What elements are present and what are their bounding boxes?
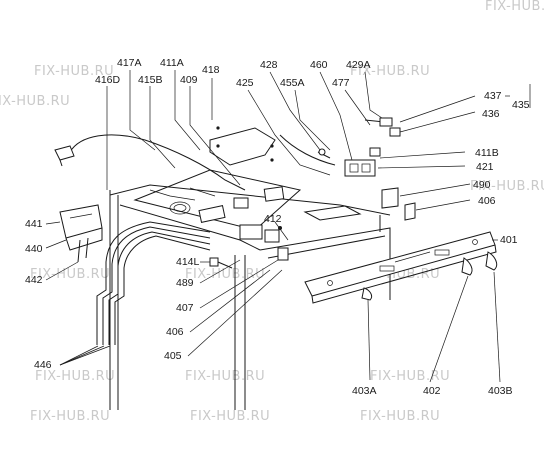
- watermark: FIX-HUB.RU: [190, 409, 270, 424]
- leader-lines: [45, 70, 531, 383]
- label-490: 490: [473, 179, 491, 191]
- label-403B: 403B: [488, 385, 513, 397]
- heater-wires: [96, 221, 211, 345]
- capillary-tube: [54, 134, 246, 191]
- label-403A: 403A: [352, 385, 377, 397]
- label-441: 441: [25, 218, 43, 230]
- label-429A: 429A: [346, 59, 371, 71]
- label-455A: 455A: [280, 77, 305, 89]
- label-435: 435: [512, 99, 530, 111]
- label-411B: 411B: [475, 147, 499, 159]
- watermark: FIX-HUB.RU: [370, 369, 450, 384]
- label-406-top: 406: [478, 195, 496, 207]
- watermark: FIX-HUB.RU: [30, 267, 110, 282]
- label-440: 440: [25, 243, 43, 255]
- control-board: [133, 169, 302, 243]
- label-416D: 416D: [95, 74, 121, 86]
- label-428: 428: [260, 59, 278, 71]
- label-415B: 415B: [138, 74, 163, 86]
- watermark: FIX-HUB.RU: [34, 64, 114, 79]
- label-446: 446: [34, 359, 52, 371]
- left-front-panel: [59, 204, 103, 263]
- switch-assembly: [279, 134, 381, 177]
- label-412: 412: [264, 213, 282, 225]
- label-401: 401: [500, 234, 518, 246]
- label-437: 437: [484, 90, 502, 102]
- knobs: [361, 251, 498, 301]
- watermark: FIX-HUB.RU: [30, 409, 110, 424]
- watermark: FIX-HUB.RU: [185, 369, 265, 384]
- label-411A: 411A: [160, 57, 184, 69]
- watermark: FIX-HUB.RU: [350, 64, 430, 79]
- watermark: FIX-HUB.RU: [185, 267, 265, 282]
- label-402: 402: [423, 385, 441, 397]
- label-442: 442: [25, 274, 43, 286]
- label-489: 489: [176, 277, 194, 289]
- watermark: FIX-HUB.RU: [485, 0, 544, 14]
- label-477: 477: [332, 77, 350, 89]
- control-panel-strip: [304, 231, 497, 304]
- label-405: 405: [164, 350, 182, 362]
- label-409: 409: [180, 74, 198, 86]
- label-421: 421: [476, 161, 494, 173]
- watermark: FIX-HUB.RU: [35, 369, 115, 384]
- label-425: 425: [236, 77, 254, 89]
- watermark: FIX-HUB.RU: [0, 94, 70, 109]
- part-labels: 417A 411A 416D 415B 409 418 428 455A 460…: [25, 57, 530, 397]
- label-417A: 417A: [117, 57, 142, 69]
- lamp-holder: [364, 117, 401, 137]
- watermark: FIX-HUB.RU: [470, 179, 544, 194]
- label-407: 407: [176, 302, 194, 314]
- label-418: 418: [202, 64, 220, 76]
- watermark: FIX-HUB.RU: [360, 409, 440, 424]
- label-436: 436: [482, 108, 500, 120]
- mounting-bracket: [303, 187, 416, 221]
- top-cover: [209, 126, 276, 166]
- label-460: 460: [310, 59, 328, 71]
- label-414L: 414L: [176, 256, 200, 268]
- label-406-bottom: 406: [166, 326, 184, 338]
